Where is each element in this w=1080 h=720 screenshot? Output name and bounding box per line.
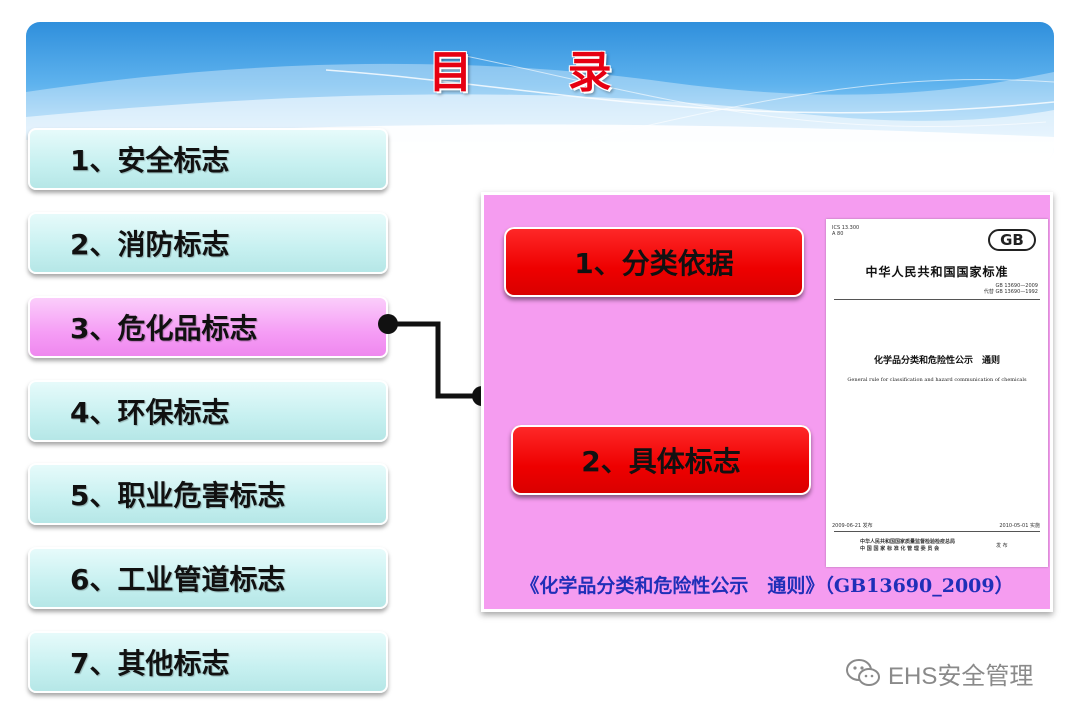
doc-organization: 中华人民共和国国家标准 — [865, 265, 1009, 279]
doc-rule-bottom — [834, 531, 1040, 532]
watermark: EHS安全管理 — [846, 656, 1033, 690]
doc-issuer-2: 中 国 国 家 标 准 化 管 理 委 员 会 — [860, 546, 940, 552]
doc-number: GB 13690—2009 — [995, 283, 1038, 289]
menu-item-label: 3、危化品标志 — [70, 312, 258, 345]
menu-item-industrial-pipeline-signs[interactable]: 6、工业管道标志 — [28, 547, 388, 609]
menu-item-hazardous-chemical-signs[interactable]: 3、危化品标志 — [28, 296, 388, 358]
detail-panel: 1、分类依据 2、具体标志 ICS 13.300 A 80 GB 中华人民共和国… — [481, 192, 1053, 612]
menu-item-label: 5、职业危害标志 — [70, 479, 286, 512]
doc-issuer-1: 中华人民共和国国家质量监督检验检疫总局 — [860, 539, 956, 545]
menu-item-label: 6、工业管道标志 — [70, 563, 286, 596]
menu-item-label: 7、其他标志 — [70, 647, 230, 680]
doc-issue-label: 发 布 — [996, 543, 1008, 549]
page-title: 目 录 — [428, 47, 652, 98]
doc-ics: ICS 13.300 — [832, 225, 860, 231]
button-label: 1、分类依据 — [574, 247, 734, 280]
wechat-icon — [846, 659, 880, 686]
standard-document-cover: ICS 13.300 A 80 GB 中华人民共和国国家标准 GB 13690—… — [826, 219, 1048, 567]
watermark-text: EHS安全管理 — [888, 662, 1034, 690]
doc-name: 化学品分类和危险性公示 通则 — [873, 356, 1000, 366]
doc-rule — [834, 299, 1040, 300]
menu-item-other-signs[interactable]: 7、其他标志 — [28, 631, 388, 693]
menu-item-occupational-hazard-signs[interactable]: 5、职业危害标志 — [28, 463, 388, 525]
gb-logo: GB — [988, 229, 1036, 251]
classification-basis-button[interactable]: 1、分类依据 — [504, 227, 804, 297]
document-caption: 《化学品分类和危险性公示 通则》（GB13690_2009） — [520, 575, 1014, 597]
doc-name-en: General rule for classification and haza… — [847, 377, 1027, 383]
menu-item-label: 4、环保标志 — [70, 396, 230, 429]
doc-class: A 80 — [832, 231, 844, 237]
menu-item-environmental-signs[interactable]: 4、环保标志 — [28, 380, 388, 442]
menu-item-label: 1、安全标志 — [70, 144, 230, 177]
button-label: 2、具体标志 — [581, 445, 741, 478]
doc-publish-date: 2009-06-21 发布 — [832, 523, 873, 529]
menu-item-label: 2、消防标志 — [70, 228, 230, 261]
specific-signs-button[interactable]: 2、具体标志 — [511, 425, 811, 495]
menu-item-safety-signs[interactable]: 1、安全标志 — [28, 128, 388, 190]
connector-line — [378, 314, 492, 406]
doc-replaces: 代替 GB 13690—1992 — [983, 289, 1038, 295]
menu-item-fire-signs[interactable]: 2、消防标志 — [28, 212, 388, 274]
doc-effective-date: 2010-05-01 实施 — [999, 523, 1040, 529]
connector-dot-start — [378, 314, 398, 334]
